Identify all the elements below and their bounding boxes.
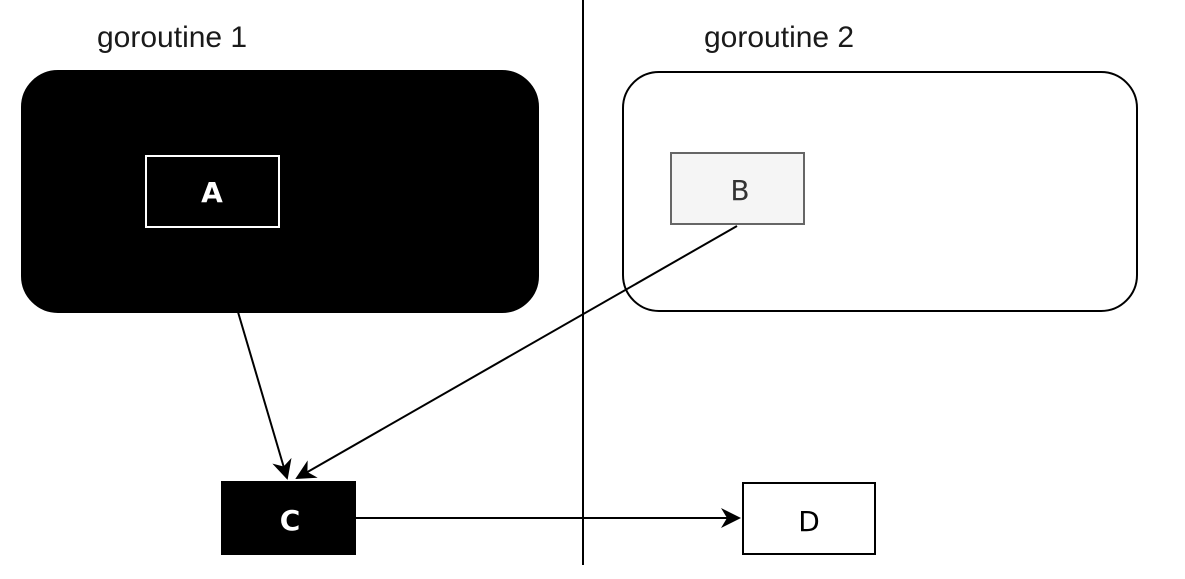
edge-b-to-c (295, 225, 738, 479)
node-d-label: D (798, 505, 820, 538)
node-a-label: A (201, 176, 223, 209)
goroutine-2-container (622, 71, 1138, 312)
node-c-label: C (280, 504, 301, 537)
edge-goroutine-1-to-c (237, 311, 292, 480)
lane-label-goroutine-1: goroutine 1 (97, 21, 247, 54)
node-b-label: B (730, 174, 749, 207)
node-d (742, 482, 876, 555)
node-b (670, 152, 805, 225)
node-c (221, 481, 356, 555)
node-a (145, 155, 280, 228)
lane-label-goroutine-2: goroutine 2 (704, 21, 854, 54)
